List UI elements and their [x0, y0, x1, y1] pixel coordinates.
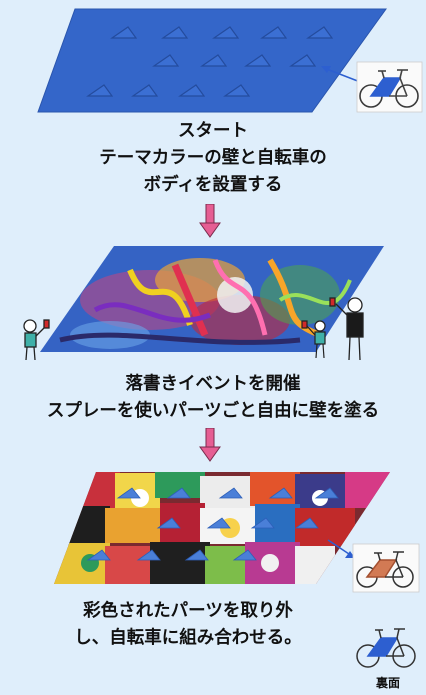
down-arrow-icon	[199, 428, 221, 462]
triangle-part	[206, 517, 231, 529]
triangle-part	[184, 549, 209, 561]
triangle-part	[116, 487, 141, 499]
triangle-part	[232, 549, 257, 561]
bicycle-icon	[356, 61, 423, 113]
triangle-part	[86, 84, 114, 97]
triangle-part	[131, 84, 159, 97]
triangle-part	[200, 54, 228, 67]
triangle-parts	[86, 26, 334, 97]
step2-illustration	[23, 246, 384, 361]
down-arrow-icon	[199, 204, 221, 238]
person-spraying-left	[23, 319, 50, 361]
step1-illustration	[37, 8, 423, 113]
triangle-part	[178, 84, 206, 97]
triangle-part	[136, 549, 161, 561]
blue-triangle-parts	[86, 487, 339, 561]
step2-line: 落書きイベントを開催	[125, 374, 301, 394]
painted-bicycle-icon	[352, 543, 420, 593]
graffiti-paint	[59, 258, 352, 349]
triangle-part	[86, 549, 111, 561]
triangle-part	[294, 517, 319, 529]
triangle-part	[314, 487, 339, 499]
triangle-part	[152, 54, 180, 67]
triangle-part	[306, 26, 334, 39]
step3-line: し、自転車に組み合わせる。	[74, 628, 302, 648]
detach-arrow-head	[345, 551, 355, 558]
triangle-part	[289, 54, 317, 67]
triangle-part	[268, 487, 293, 499]
step1-line: ボディを設置する	[143, 175, 283, 195]
triangle-part	[260, 26, 288, 39]
detach-arrow	[327, 539, 353, 557]
triangle-part	[212, 26, 240, 39]
triangle-part	[156, 517, 181, 529]
triangle-part	[218, 487, 243, 499]
step3-illustration	[54, 472, 420, 593]
back-bicycle-icon	[356, 628, 416, 668]
person-spraying-right-small	[301, 320, 326, 359]
step2-caption: 落書きイベントを開催 スプレーを使いパーツごと自由に壁を塗る	[0, 371, 426, 425]
step3-caption: 彩色されたパーツを取り外 し、自転車に組み合わせる。	[0, 598, 401, 652]
person-spraying-right-tall	[329, 297, 364, 361]
triangle-part	[223, 84, 251, 97]
step1-line: テーマカラーの壁と自転車の	[99, 148, 327, 168]
triangle-part	[110, 26, 138, 39]
triangle-part	[250, 517, 275, 529]
attach-arrow-head	[321, 66, 331, 73]
step2-line: スプレーを使いパーツごと自由に壁を塗る	[46, 401, 380, 421]
triangle-part	[166, 487, 191, 499]
step3-line: 彩色されたパーツを取り外	[83, 601, 293, 621]
back-side-label: 裏面	[375, 676, 400, 690]
step1-line: スタート	[178, 121, 248, 141]
step1-caption: スタート テーマカラーの壁と自転車の ボディを設置する	[0, 118, 426, 199]
triangle-part	[161, 26, 189, 39]
triangle-part	[244, 54, 272, 67]
